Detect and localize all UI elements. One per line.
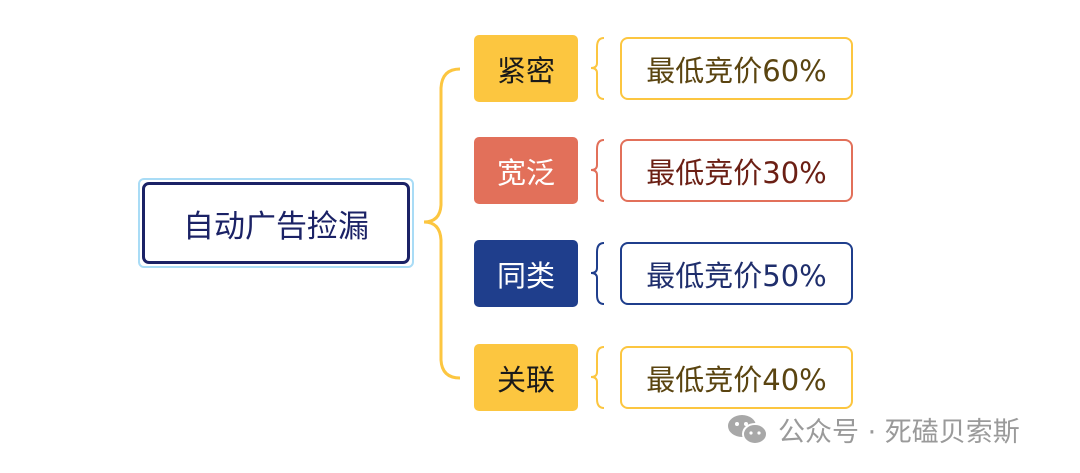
leaf-node[interactable]: 最低竞价30% [620, 139, 853, 202]
branch-brace [590, 37, 605, 100]
footer-watermark: 公众号 · 死磕贝索斯 [726, 410, 1020, 449]
root-label: 自动广告捡漏 [142, 182, 410, 264]
branch-brace [590, 139, 605, 202]
root-node[interactable]: 自动广告捡漏 [138, 178, 414, 268]
branch-node[interactable]: 宽泛 [474, 137, 578, 204]
branch-node[interactable]: 紧密 [474, 35, 578, 102]
main-brace [423, 67, 461, 380]
wechat-icon [728, 414, 768, 445]
leaf-node[interactable]: 最低竞价60% [620, 37, 853, 100]
branch-node[interactable]: 关联 [474, 344, 578, 411]
footer-text: 公众号 · 死磕贝索斯 [778, 417, 1020, 448]
branch-brace [590, 346, 605, 409]
branch-brace [590, 242, 605, 305]
leaf-node[interactable]: 最低竞价50% [620, 242, 853, 305]
branch-node[interactable]: 同类 [474, 240, 578, 307]
leaf-node[interactable]: 最低竞价40% [620, 346, 853, 409]
